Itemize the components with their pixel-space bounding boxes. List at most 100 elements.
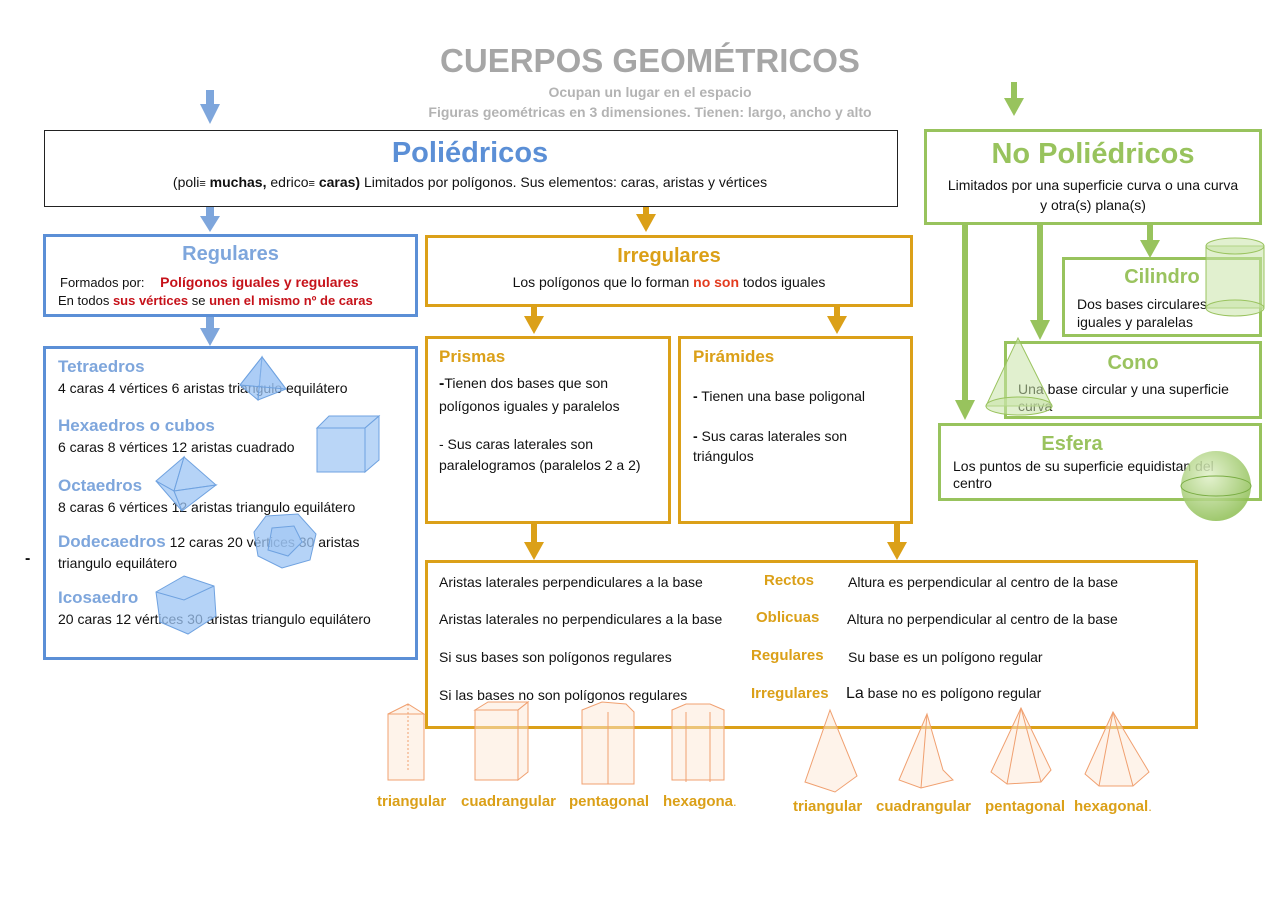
piramides-p1: - Tienen una base poligonal — [693, 386, 908, 406]
arrow-down-icon — [827, 306, 847, 334]
no-poliedricos-box: No Poliédricos Limitados por una superfi… — [924, 129, 1262, 225]
class-row-2-right: Altura no perpendicular al centro de la … — [847, 611, 1118, 627]
poliedricos-box: Poliédricos (poli≡ muchas, edrico≡ caras… — [44, 130, 898, 207]
desc-edrico: edrico — [266, 174, 309, 190]
class-row-1-mid: Rectos — [764, 572, 815, 589]
irr-desc-a: Los polígonos que lo forman — [512, 274, 694, 290]
pyramid-sketches — [804, 706, 1150, 793]
piramides-p1-dash: - — [693, 388, 698, 404]
solid-tetraedro-name: Tetraedros — [58, 357, 145, 376]
piramides-title: Pirámides — [693, 347, 775, 366]
pentagonal-pyramid-icon — [990, 706, 1052, 785]
pyramid-label-cuadrangular: cuadrangular — [876, 798, 972, 815]
cone-icon — [985, 336, 1053, 416]
solid-hexaedro-name: Hexaedros o cubos — [58, 416, 215, 435]
solid-dodecaedro-name: Dodecaedros — [58, 532, 166, 551]
arrow-down-icon — [1004, 82, 1024, 116]
irregulares-desc: Los polígonos que lo forman no son todos… — [428, 274, 910, 290]
desc-muchas: muchas, — [205, 174, 267, 190]
regulares-title-text: Regulares — [182, 243, 279, 265]
solid-icosaedro-name: Icosaedro — [58, 588, 139, 607]
line2-d: unen el mismo nº de caras — [209, 293, 373, 308]
pyramid-label-dot: . — [1148, 799, 1152, 814]
piramides-p2-text: Sus caras laterales son triángulos — [693, 428, 848, 464]
class-row-4-mid: Irregulares — [751, 685, 829, 702]
arrow-down-icon — [887, 524, 907, 560]
square-prism-icon — [473, 700, 530, 782]
no-poliedricos-title: No Poliédricos — [991, 138, 1195, 170]
arrow-down-icon — [955, 224, 975, 420]
irregulares-box: Irregulares Los polígonos que lo forman … — [425, 235, 913, 307]
arrow-down-icon — [200, 206, 220, 232]
poliedricos-title: Poliédricos — [391, 137, 549, 169]
pentagonal-prism-icon — [581, 701, 635, 785]
prismas-p1-dash: - — [439, 375, 445, 392]
desc-elementos: Limitados por polígonos. Sus elementos: … — [360, 174, 768, 190]
class-row-1-left: Aristas laterales perpendiculares a la b… — [439, 574, 703, 590]
prism-label-hexagonal-text: hexagona — [663, 793, 734, 810]
class-row-1-right: Altura es perpendicular al centro de la … — [848, 574, 1119, 590]
class-row-4-right-text: base no es polígono regular — [863, 685, 1042, 701]
esfera-box: Esfera Los puntos de su superficie equid… — [938, 423, 1262, 501]
no-poliedricos-desc: Limitados por una superficie curva o una… — [947, 177, 1239, 213]
irregulares-title: Irregulares — [428, 245, 910, 268]
classification-box: Aristas laterales perpendiculares a la b… — [425, 560, 1198, 729]
irr-desc-c: todos iguales — [739, 274, 826, 290]
solid-dodecaedro-desc2: triangulo equilátero — [58, 555, 178, 571]
tetrahedron-icon — [239, 355, 288, 401]
prism-label-triangular: triangular — [377, 793, 447, 810]
stray-dash: - — [25, 550, 31, 567]
line2-b: sus vértices — [112, 293, 189, 308]
page-title: CUERPOS GEOMÉTRICOS — [440, 42, 860, 79]
formados-label: Formados por: — [60, 275, 145, 290]
piramides-p2: - Sus caras laterales son triángulos — [693, 426, 893, 466]
desc-caras: caras) — [314, 174, 361, 190]
regulares-line1: Formados por: Polígonos iguales y regula… — [60, 274, 410, 290]
regular-solids-box: Tetraedros 4 caras 4 vértices 6 aristas … — [43, 346, 418, 660]
class-row-3-mid: Regulares — [751, 647, 824, 664]
solid-hexaedro-desc: 6 caras 8 vértices 12 aristas cuadrado — [58, 439, 295, 455]
arrow-down-icon — [1140, 224, 1160, 258]
equiv-symbol: ≡ — [199, 178, 206, 190]
cilindro-title: Cilindro — [1124, 266, 1200, 288]
piramides-box: Pirámides - Tienen una base poligonal - … — [678, 336, 913, 524]
prismas-p2: - Sus caras laterales son paralelogramos… — [439, 436, 641, 473]
irr-desc-b: no son — [693, 274, 740, 290]
desc-poli: (poli — [172, 174, 200, 190]
cilindro-desc: Dos bases circulares iguales y paralelas — [1077, 296, 1207, 330]
poliedricos-desc: (poli≡ muchas, edrico≡ caras) Limitados … — [45, 174, 895, 190]
irregulares-title-text: Irregulares — [617, 245, 721, 267]
line2-c: se — [188, 293, 210, 308]
regulares-box: Regulares Formados por: Polígonos iguale… — [43, 234, 418, 317]
equiv-symbol: ≡ — [308, 178, 315, 190]
arrow-down-icon — [200, 90, 220, 124]
pyramid-label-hexagonal-text: hexagonal — [1074, 798, 1149, 815]
class-row-2-left: Aristas laterales no perpendiculares a l… — [439, 611, 723, 627]
cilindro-box: Cilindro Dos bases circulares iguales y … — [1062, 257, 1262, 337]
pyramid-label-triangular: triangular — [793, 798, 863, 815]
class-row-3-right: Su base es un polígono regular — [848, 649, 1043, 665]
esfera-desc: Los puntos de su superficie equidistan d… — [953, 458, 1214, 491]
solid-icosaedro-desc: 20 caras 12 vértices 30 aristas triangul… — [58, 611, 371, 627]
esfera-title: Esfera — [1041, 433, 1103, 455]
regulares-title: Regulares — [46, 243, 415, 266]
hexagonal-prism-icon — [671, 703, 725, 782]
piramides-p1-text: Tienen una base poligonal — [697, 388, 866, 404]
solid-octaedro-desc: 8 caras 6 vértices 12 aristas triangulo … — [58, 499, 356, 515]
cube-icon — [315, 414, 381, 474]
class-row-4-right: La base no es polígono regular — [846, 684, 1041, 703]
arrow-down-icon — [524, 306, 544, 334]
subtitle-space: Ocupan un lugar en el espacio — [548, 84, 752, 100]
regulares-line2: En todos sus vértices se unen el mismo n… — [58, 293, 418, 308]
pyramid-label-hexagonal: hexagonal. — [1074, 798, 1152, 815]
pyramid-label-pentagonal: pentagonal — [985, 798, 1066, 815]
formados-value: Polígonos iguales y regulares — [160, 274, 359, 290]
octahedron-icon — [155, 455, 218, 512]
arrow-down-icon — [636, 206, 656, 232]
prism-label-dot: . — [733, 794, 737, 809]
prismas-p1: -Tienen dos bases que son polígonos igua… — [439, 372, 665, 417]
hexagonal-pyramid-icon — [1084, 710, 1150, 787]
icosahedron-icon — [155, 575, 217, 635]
triangular-pyramid-icon — [804, 708, 858, 793]
